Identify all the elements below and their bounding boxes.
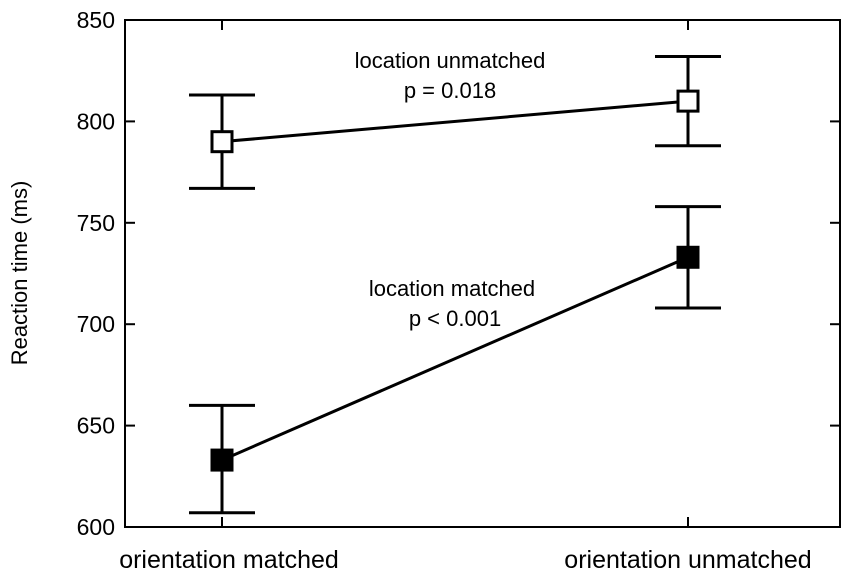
series-line-0 [221, 99, 689, 144]
annotation-matched-line2: p < 0.001 [409, 306, 501, 331]
x-category-label-1: orientation unmatched [564, 546, 811, 574]
series-layer [189, 55, 721, 515]
y-axis: 600 650 700 750 800 850 [77, 7, 840, 540]
y-tick-label-3: 750 [77, 210, 115, 236]
y-tick-label-1: 650 [77, 413, 115, 439]
annotation-unmatched-line1: location unmatched [355, 48, 546, 73]
data-point-1-0 [210, 448, 234, 472]
y-axis-label: Reaction time (ms) [7, 181, 32, 366]
annotation-unmatched-line2: p = 0.018 [404, 78, 496, 103]
data-point-0-0 [210, 130, 234, 154]
y-tick-label-4: 800 [77, 108, 115, 134]
y-tick-label-0: 600 [77, 514, 115, 540]
plot-frame [124, 19, 841, 528]
series-line-1 [221, 255, 689, 462]
data-point-0-1 [676, 89, 700, 113]
y-tick-label-2: 700 [77, 311, 115, 337]
data-point-1-1 [676, 245, 700, 269]
annotation-matched-line1: location matched [369, 276, 535, 301]
y-tick-label-5: 850 [77, 7, 115, 33]
x-category-label-0: orientation matched [119, 546, 339, 574]
